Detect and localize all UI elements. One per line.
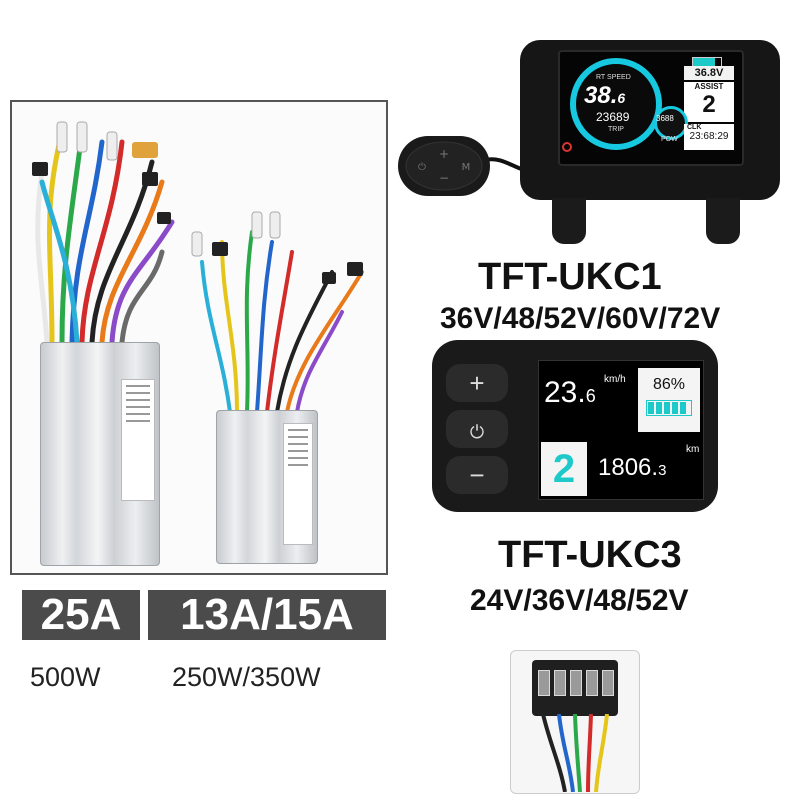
ukc1-speed-value: 38.6 <box>584 82 625 110</box>
svg-text:+: + <box>439 147 449 161</box>
ukc1-clock-box: CLK 23:68:29 <box>684 124 734 150</box>
brake-icon <box>562 142 572 152</box>
ukc3-distance-unit: km <box>686 444 700 455</box>
controller-label-sticker <box>283 423 313 545</box>
ukc1-clock-value: 23:68:29 <box>689 131 729 142</box>
ukc3-mode-button[interactable]: ⏻ <box>446 410 508 448</box>
ukc1-remote-buttons[interactable]: + − ⏻ M <box>398 136 490 196</box>
ukc3-speed-value: 23.6 <box>544 376 596 410</box>
ukc3-minus-button[interactable]: − <box>446 456 508 494</box>
ukc3-assist-level: 2 <box>552 447 576 491</box>
battery-icon <box>646 400 692 416</box>
ukc1-rt-speed-label: RT SPEED <box>596 74 631 81</box>
ukc1-mount-left <box>552 198 586 244</box>
ukc1-voltage: 36.8V <box>684 66 734 80</box>
ukc3-speed-unit: km/h <box>604 374 626 385</box>
svg-text:−: − <box>439 171 449 185</box>
power-rating-500w: 500W <box>30 662 101 692</box>
ukc1-assist-label: ASSIST <box>694 82 724 91</box>
ukc3-battery-box: 86% <box>638 368 700 432</box>
controller-13a-15a <box>216 410 318 564</box>
ukc3-distance-value: 1806.3 <box>598 454 666 482</box>
connector-pin <box>570 670 582 696</box>
ukc1-clock-label: CLK <box>687 124 702 131</box>
ukc3-voltages: 24V/36V/48/52V <box>470 584 689 617</box>
wire-harness-illustration <box>32 121 364 414</box>
svg-text:M: M <box>462 162 471 173</box>
connector-pin <box>602 670 614 696</box>
controller-25a <box>40 342 160 566</box>
ukc1-power-gauge <box>654 106 688 140</box>
plus-icon: + <box>469 368 485 398</box>
ukc1-power-label: POW <box>661 136 678 143</box>
svg-text:⏻: ⏻ <box>418 162 426 173</box>
ukc1-speed-gauge <box>570 58 662 150</box>
ukc1-odometer: 23689 <box>596 110 630 124</box>
connector-pin <box>538 670 550 696</box>
controllers-photo <box>10 100 388 575</box>
power-rating-250w-350w: 250W/350W <box>172 662 321 692</box>
connector-pin <box>554 670 566 696</box>
ukc3-distance-int: 1806. <box>598 454 659 481</box>
ukc3-speed-int: 23. <box>544 376 586 409</box>
ukc3-distance-decimal: 3 <box>658 462 667 479</box>
ukc1-voltages: 36V/48/52V/60V/72V <box>440 302 721 335</box>
ukc3-speed-decimal: 6 <box>585 386 596 406</box>
ukc1-model-name: TFT-UKC1 <box>478 256 662 298</box>
controller-label-sticker <box>121 379 155 501</box>
ukc1-assist-box: ASSIST 2 <box>684 82 734 122</box>
ukc1-mount-right <box>706 198 740 244</box>
ukc1-speed-decimal: 6 <box>617 90 626 106</box>
ukc1-trip-label: TRIP <box>608 126 624 133</box>
power-icon: ⏻ <box>469 422 485 442</box>
ukc1-assist-level: 2 <box>702 91 716 118</box>
minus-icon: − <box>469 460 485 490</box>
connector-wires <box>541 714 609 792</box>
ukc3-assist-box: 2 <box>541 442 587 496</box>
current-badge-13a-15a: 13A/15A <box>148 590 386 640</box>
ukc3-plus-button[interactable]: + <box>446 364 508 402</box>
ukc3-battery-percent: 86% <box>652 376 686 393</box>
ukc1-speed-int: 38. <box>584 82 618 109</box>
ukc1-power-value: 3688 <box>656 114 674 123</box>
connector-pin <box>586 670 598 696</box>
ukc3-model-name: TFT-UKC3 <box>498 534 682 576</box>
current-badge-25a: 25A <box>22 590 140 640</box>
